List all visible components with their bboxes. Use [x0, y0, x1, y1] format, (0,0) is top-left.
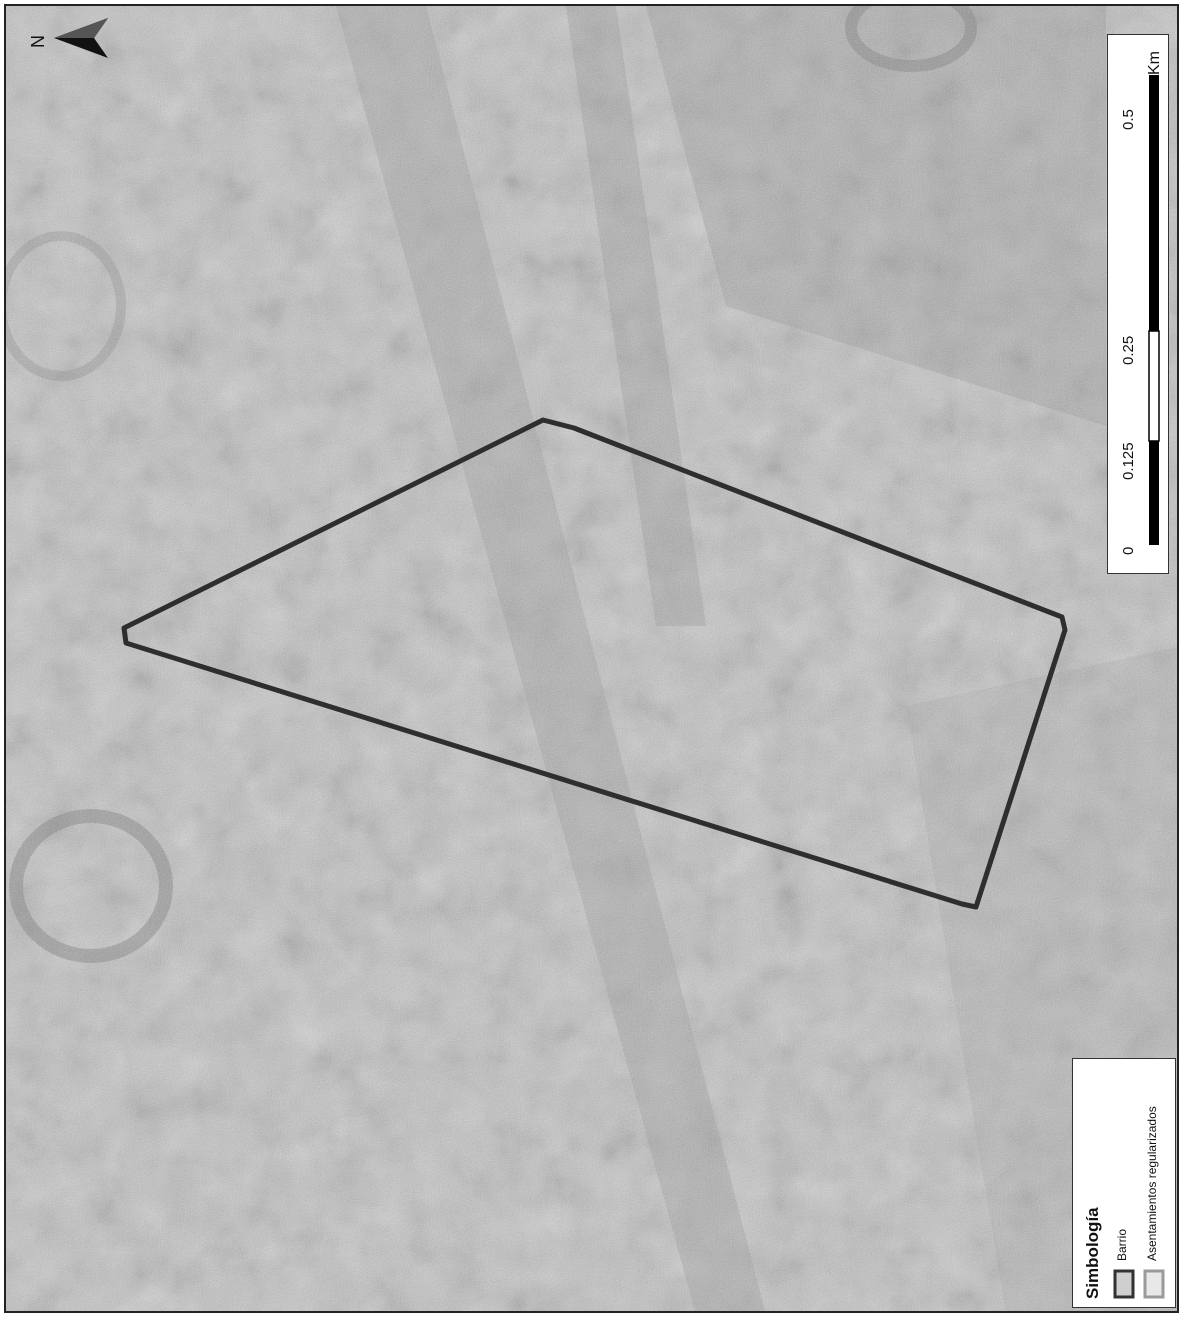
scale-bar-graphic [1148, 75, 1160, 545]
polygon-outline-dark-icon [1113, 1269, 1135, 1299]
scale-tick-05: 0.5 [1120, 109, 1137, 130]
barrio-boundary[interactable] [121, 417, 1068, 910]
north-label: N [28, 35, 48, 48]
north-arrow: N [24, 16, 110, 60]
map-frame[interactable]: N 0 0.125 0.25 0.5 Km Simbología Barrio … [4, 4, 1179, 1313]
north-arrow-icon [54, 18, 108, 58]
legend: Simbología Barrio Asentamientos regulari… [1072, 1058, 1176, 1308]
legend-title: Simbología [1083, 1207, 1102, 1299]
scale-tick-0: 0 [1120, 546, 1137, 555]
scale-tick-025: 0.25 [1120, 335, 1137, 365]
scale-unit: Km [1146, 51, 1163, 75]
polygon-outline-light-icon [1143, 1269, 1165, 1299]
satellite-imagery[interactable] [6, 6, 1179, 1313]
legend-label-barrio: Barrio [1115, 1228, 1129, 1261]
scale-tick-0125: 0.125 [1120, 442, 1137, 480]
imagery-grain [6, 6, 1177, 1311]
scale-bar: 0 0.125 0.25 0.5 Km [1107, 34, 1169, 574]
legend-label-asentamientos: Asentamientos regularizados [1145, 1106, 1159, 1261]
